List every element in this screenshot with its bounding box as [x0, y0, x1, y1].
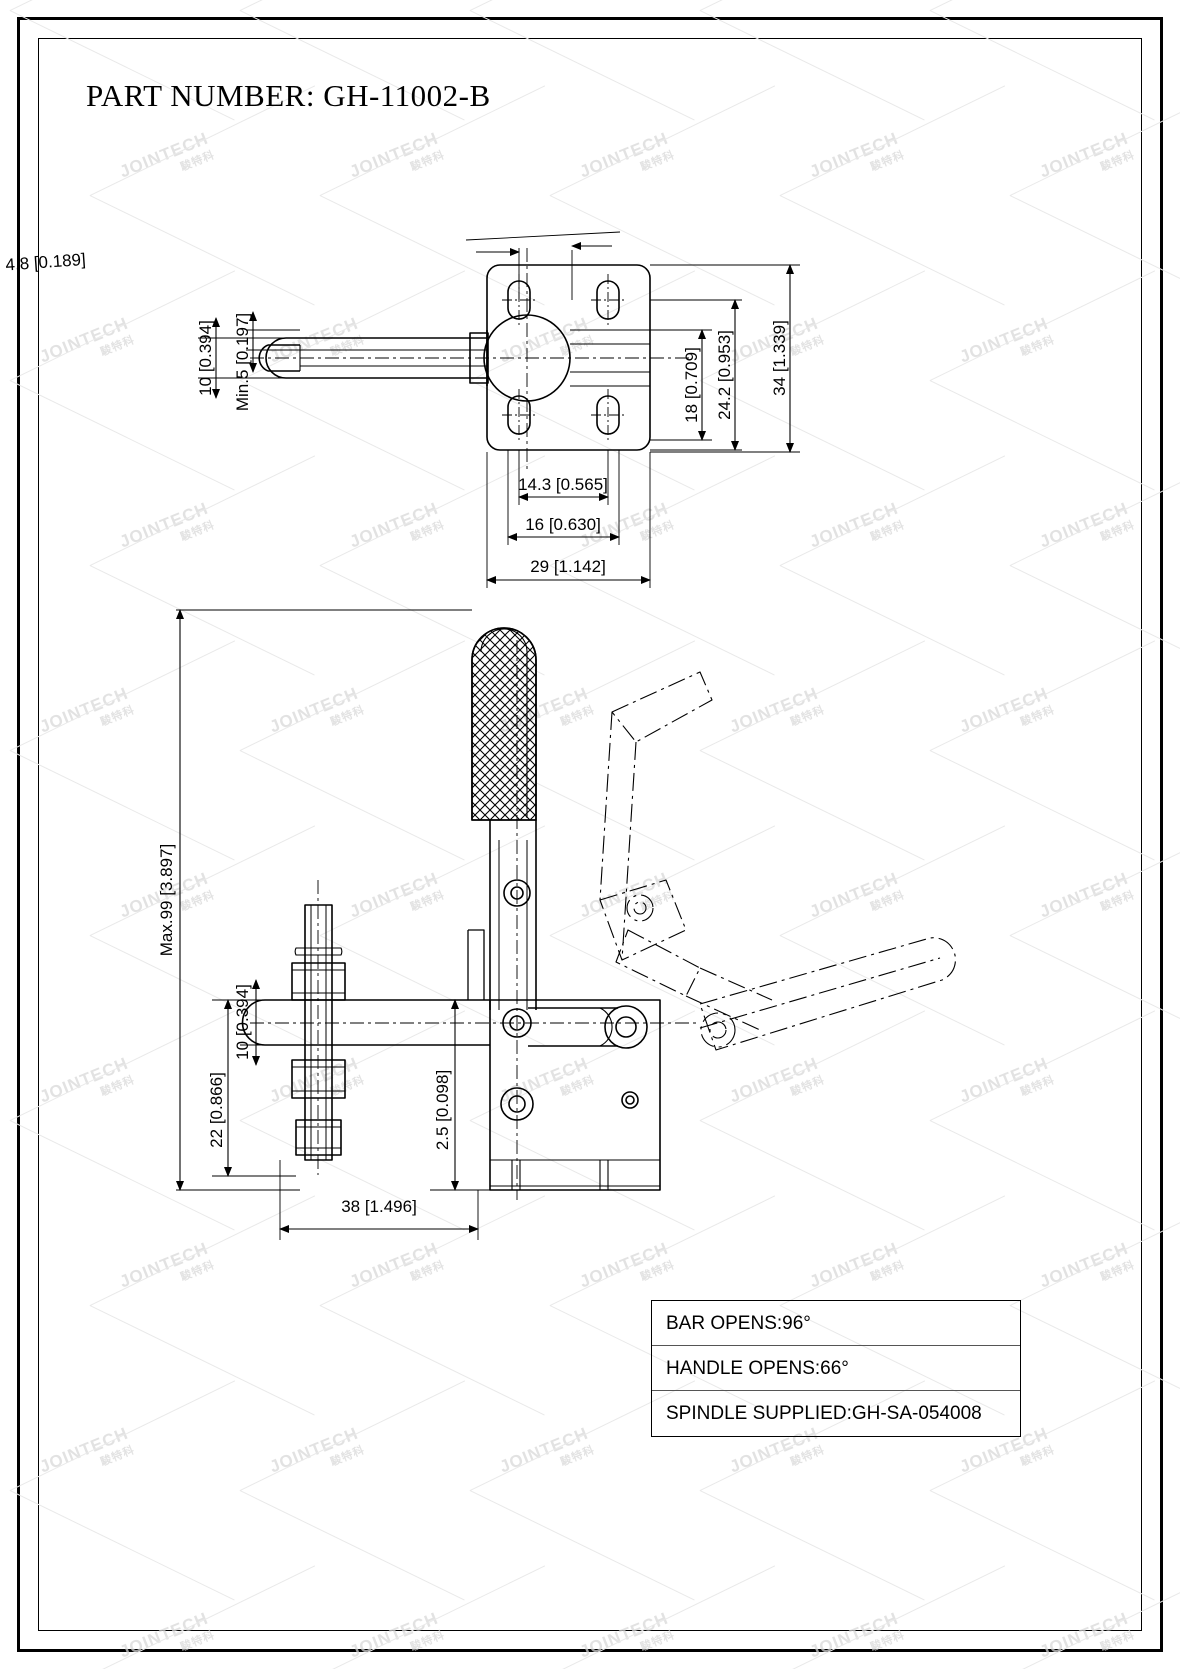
spec-table: BAR OPENS:96° HANDLE OPENS:66° SPINDLE S…: [651, 1300, 1021, 1437]
front-view-dimensions: [176, 609, 490, 1240]
front-view-geometry: [241, 627, 956, 1200]
dim-22: 22 [0.866]: [207, 1072, 226, 1148]
dim-4-8: 4.8 [0.189]: [5, 250, 86, 275]
top-view-dimension-labels: 4.8 [0.189] 18 [0.709] 24.2 [0.953] 34 […: [5, 250, 789, 576]
spec-row-bar-opens: BAR OPENS:96°: [652, 1301, 1020, 1346]
dim-24-2: 24.2 [0.953]: [715, 330, 734, 420]
dim-14-3: 14.3 [0.565]: [518, 475, 608, 494]
top-view-dimensions: [198, 231, 800, 588]
dim-29: 29 [1.142]: [530, 557, 606, 576]
spec-row-spindle-supplied: SPINDLE SUPPLIED:GH-SA-054008: [666, 1403, 982, 1424]
top-view-geometry: [250, 248, 690, 470]
dim-2-5: 2.5 [0.098]: [433, 1070, 452, 1150]
dim-18: 18 [0.709]: [682, 347, 701, 423]
dim-min5: Min.5 [0.197]: [233, 313, 252, 411]
front-view-dimension-labels: Max.99 [3.897] 10 [0.394] 22 [0.866] 2.5…: [157, 844, 452, 1216]
spec-row-handle-opens: HANDLE OPENS:66°: [652, 1346, 1020, 1391]
dim-max99: Max.99 [3.897]: [157, 844, 176, 956]
dim-10-front: 10 [0.394]: [233, 984, 252, 1060]
dim-16: 16 [0.630]: [525, 515, 601, 534]
dim-38: 38 [1.496]: [341, 1197, 417, 1216]
dim-34: 34 [1.339]: [770, 320, 789, 396]
page-border-inner: [38, 38, 1142, 1631]
page-title: PART NUMBER: GH-11002-B: [86, 78, 491, 113]
page-border-outer: [17, 17, 1163, 1652]
dim-10-top: 10 [0.394]: [196, 320, 215, 396]
